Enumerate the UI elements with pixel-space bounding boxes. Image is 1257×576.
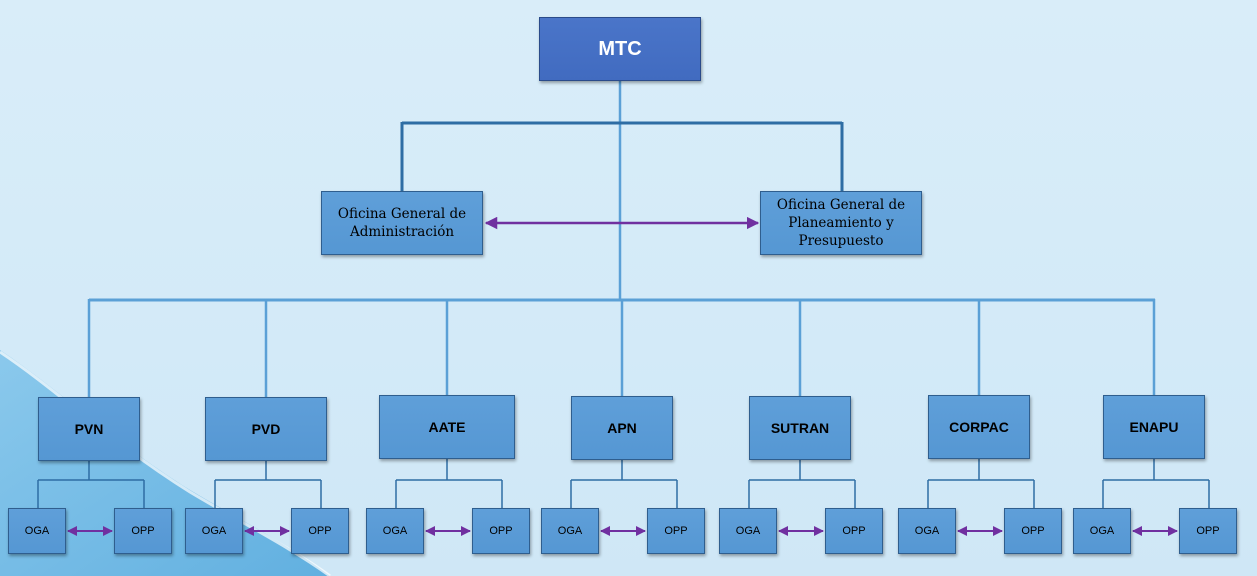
entity-box-sutran: SUTRAN — [749, 396, 851, 460]
sub-box-label: OGA — [201, 525, 227, 537]
entity-label: AATE — [428, 419, 466, 435]
entity-box-apn: APN — [571, 396, 673, 460]
oga-office-box: Oficina General de Administración — [321, 191, 483, 255]
sub-box-label: OPP — [308, 525, 332, 537]
opp-office-label: Oficina General de Planeamiento y Presup… — [776, 197, 906, 249]
sub-box-label: OGA — [382, 525, 408, 537]
opp-sub-box: OPP — [1004, 508, 1062, 554]
opp-sub-box: OPP — [825, 508, 883, 554]
entity-label: PVD — [251, 421, 281, 437]
entity-label: CORPAC — [949, 419, 1009, 435]
sub-box-label: OGA — [557, 525, 583, 537]
entity-label: ENAPU — [1129, 419, 1179, 435]
entity-box-enapu: ENAPU — [1103, 395, 1205, 459]
sub-box-label: OGA — [735, 525, 761, 537]
sub-box-label: OGA — [914, 525, 940, 537]
opp-sub-box: OPP — [114, 508, 172, 554]
sub-box-label: OPP — [131, 525, 155, 537]
sub-box-label: OPP — [1021, 525, 1045, 537]
sub-box-label: OPP — [664, 525, 688, 537]
background-wave-highlight — [0, 350, 331, 576]
oga-sub-box: OGA — [8, 508, 66, 554]
opp-office-box: Oficina General de Planeamiento y Presup… — [760, 191, 922, 255]
oga-sub-box: OGA — [898, 508, 956, 554]
sub-box-label: OGA — [24, 525, 50, 537]
sub-box-label: OPP — [842, 525, 866, 537]
background-wave — [0, 350, 330, 576]
entity-box-pvn: PVN — [38, 397, 140, 461]
entity-box-aate: AATE — [379, 395, 515, 459]
oga-sub-box: OGA — [185, 508, 243, 554]
entity-label: APN — [607, 420, 637, 436]
entity-box-corpac: CORPAC — [928, 395, 1030, 459]
oga-sub-box: OGA — [541, 508, 599, 554]
entity-label: SUTRAN — [770, 420, 830, 436]
opp-sub-box: OPP — [472, 508, 530, 554]
entity-box-pvd: PVD — [205, 397, 327, 461]
oga-sub-box: OGA — [1073, 508, 1131, 554]
entity-label: PVN — [74, 421, 104, 437]
mtc-box: MTC — [539, 17, 701, 81]
opp-sub-box: OPP — [291, 508, 349, 554]
sub-box-label: OGA — [1089, 525, 1115, 537]
mtc-label: MTC — [598, 37, 642, 60]
sub-box-label: OPP — [1196, 525, 1220, 537]
sub-box-label: OPP — [489, 525, 513, 537]
opp-sub-box: OPP — [647, 508, 705, 554]
oga-sub-box: OGA — [366, 508, 424, 554]
opp-sub-box: OPP — [1179, 508, 1237, 554]
oga-sub-box: OGA — [719, 508, 777, 554]
oga-office-label: Oficina General de Administración — [337, 206, 467, 240]
